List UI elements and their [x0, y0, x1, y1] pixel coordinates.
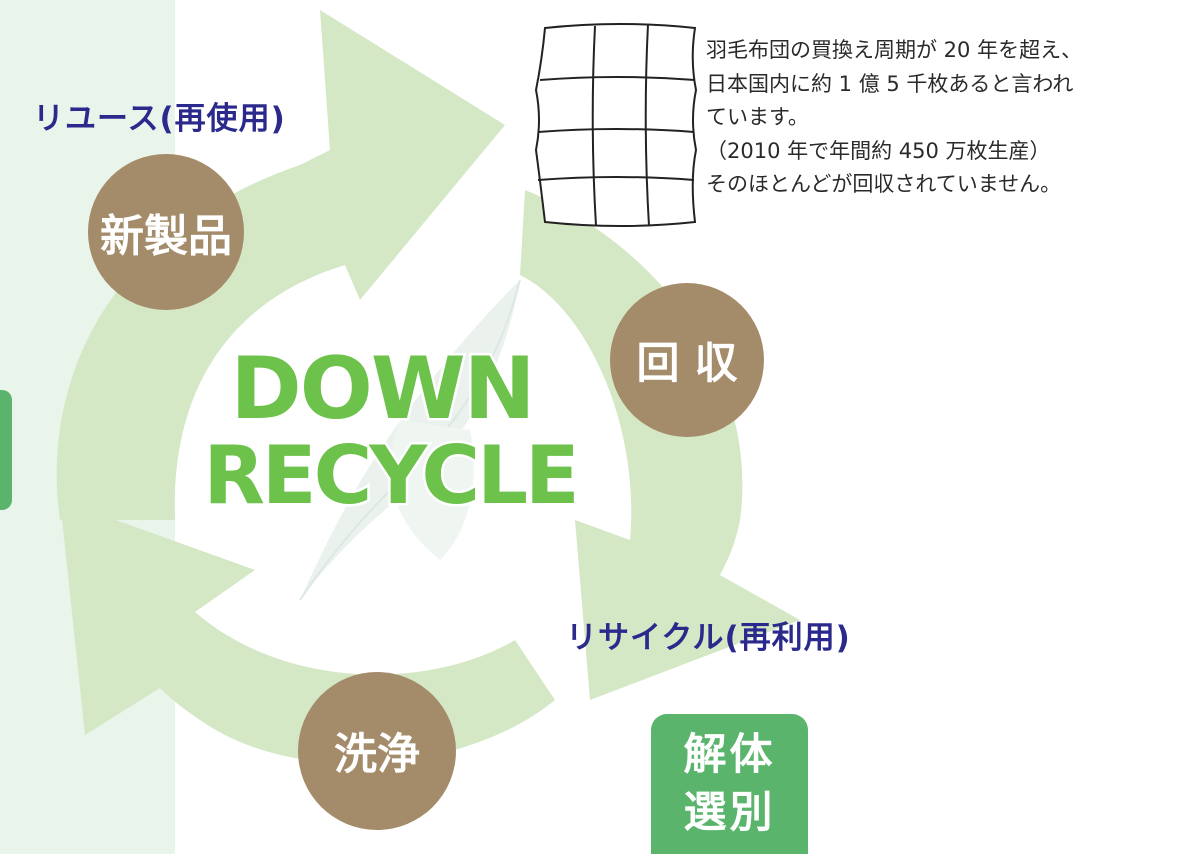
- cycle-arrow-top: [56, 10, 505, 520]
- title-group: DOWN RECYCLE: [201, 337, 582, 525]
- node-dismantle: 解体 選別: [651, 714, 808, 854]
- description-line: （2010 年で年間約 450 万枚生産）: [706, 138, 1051, 163]
- node-collection: 回 収: [610, 283, 764, 437]
- node-new-product-label: 新製品: [100, 211, 232, 262]
- reuse-label: リユース(再使用): [33, 101, 286, 137]
- node-dismantle-line1: 解体: [683, 730, 776, 780]
- futon-illustration: [534, 23, 698, 227]
- description-line: ています。: [706, 105, 809, 129]
- node-collection-label: 回 収: [636, 339, 738, 389]
- node-new-product: 新製品: [88, 154, 244, 310]
- recycle-label: リサイクル(再利用): [566, 620, 851, 656]
- feather-illustration: [299, 279, 521, 601]
- node-washing-label: 洗浄: [334, 730, 420, 780]
- left-edge-tab: [0, 390, 12, 510]
- description-line: 日本国内に約 1 億 5 千枚あると言われ: [706, 71, 1074, 96]
- description-line: 羽毛布団の買換え周期が 20 年を超え、: [706, 38, 1083, 62]
- cycle-arrow-right: [520, 190, 800, 700]
- description-text: 羽毛布団の買換え周期が 20 年を超え、 日本国内に約 1 億 5 千枚あると言…: [706, 34, 1196, 202]
- title-line1: DOWN: [230, 339, 533, 439]
- description-line: そのほとんどが回収されていません。: [706, 172, 1062, 196]
- title-line2: RECYCLE: [203, 429, 576, 522]
- node-washing: 洗浄: [298, 672, 456, 830]
- node-dismantle-line2: 選別: [683, 788, 776, 838]
